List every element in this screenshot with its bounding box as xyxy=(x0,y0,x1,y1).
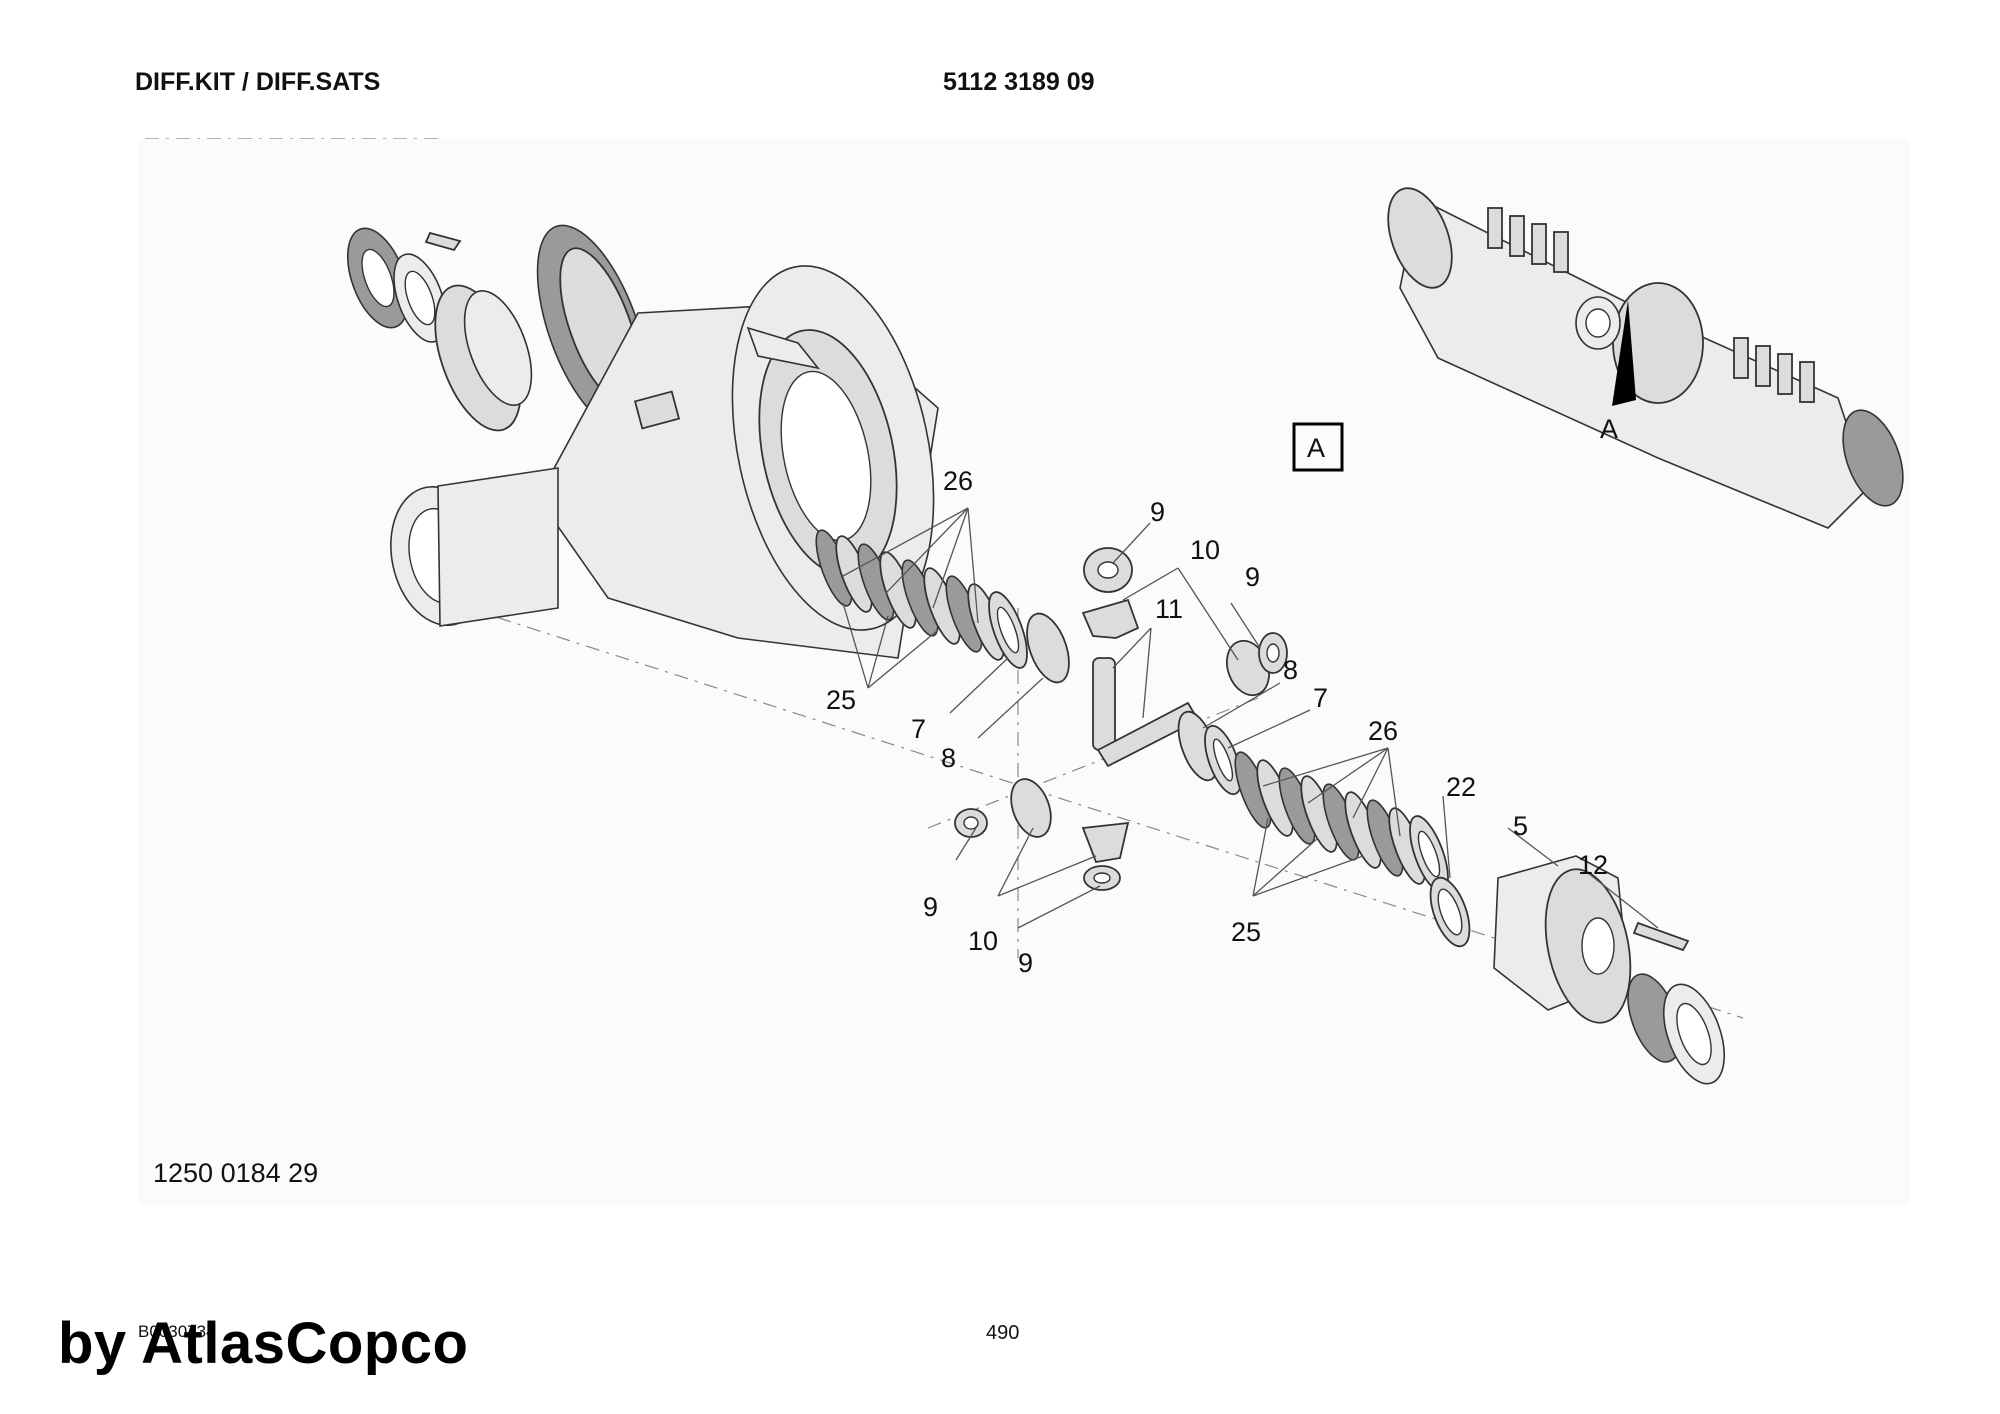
reference-number: 1250 0184 29 xyxy=(153,1158,319,1188)
overview-arrow xyxy=(1612,300,1636,406)
callout-5: 5 xyxy=(1513,811,1528,841)
callout-8-right: 8 xyxy=(1283,655,1298,685)
axle-overview-fins xyxy=(1487,207,1815,403)
exploded-view-svg: A A xyxy=(138,138,1904,1085)
centerline-cross xyxy=(927,697,1259,829)
callout-11: 11 xyxy=(1155,594,1183,624)
callout-22: 22 xyxy=(1446,772,1476,802)
view-label-box xyxy=(1292,422,1344,472)
cap-bolt-left xyxy=(424,231,462,252)
disc-pack-right xyxy=(1234,751,1449,893)
callout-10-a: 10 xyxy=(1190,535,1220,565)
differential-case-half xyxy=(1429,855,1726,1085)
callout-7-left: 7 xyxy=(911,714,926,744)
callout-9-a: 9 xyxy=(1150,497,1165,527)
page-number: 490 xyxy=(986,1322,1020,1344)
callout-12: 12 xyxy=(1578,850,1608,880)
leader-lines xyxy=(842,507,1659,929)
callout-26-top: 26 xyxy=(943,466,973,496)
spider-gears xyxy=(954,547,1288,891)
header-title: DIFF.KIT / DIFF.SATS xyxy=(135,68,381,96)
callout-8-left: 8 xyxy=(941,743,956,773)
callout-10-b: 10 xyxy=(968,926,998,956)
callout-25-left: 25 xyxy=(826,685,856,715)
left-bearing-assembly xyxy=(346,227,533,432)
footer-code: B0030734 xyxy=(138,1322,216,1341)
view-label: A xyxy=(1307,433,1325,463)
callout-9-c: 9 xyxy=(923,892,938,922)
callout-9-d: 9 xyxy=(1018,948,1033,978)
callout-26-right: 26 xyxy=(1368,716,1398,746)
overview-arrow-label: A xyxy=(1600,414,1618,444)
cross-shaft-vertical xyxy=(1092,657,1116,751)
callout-25-right: 25 xyxy=(1231,917,1261,947)
cap-bolt-right xyxy=(1632,921,1690,952)
callout-9-b: 9 xyxy=(1245,562,1260,592)
axle-overview-illustration xyxy=(1387,187,1904,529)
exploded-drawing: A A xyxy=(138,138,1910,1206)
watermark: by AtlasCopco xyxy=(58,1311,469,1376)
header-part-code: 5112 3189 09 xyxy=(943,68,1095,96)
callout-7-right: 7 xyxy=(1313,683,1328,713)
